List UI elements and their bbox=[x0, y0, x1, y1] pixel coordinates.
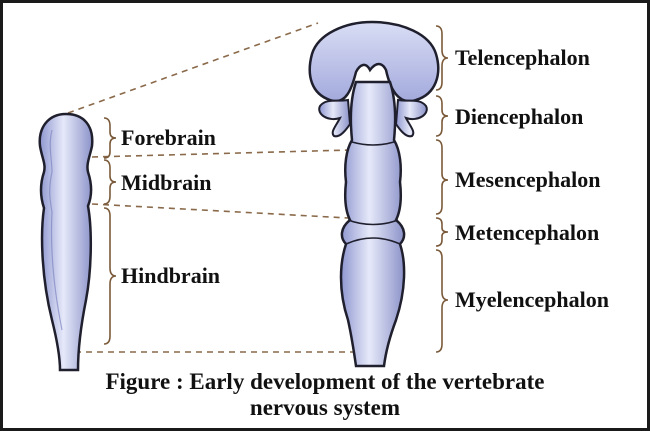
connector-midbrain-hindbrain bbox=[92, 204, 348, 218]
hindbrain-brace bbox=[104, 208, 116, 344]
midbrain-brace bbox=[104, 160, 116, 204]
myelencephalon-label: Myelencephalon bbox=[455, 289, 609, 311]
hindbrain-label: Hindbrain bbox=[121, 265, 220, 287]
diencephalon-brace bbox=[436, 96, 448, 136]
developed-brain bbox=[310, 22, 438, 366]
mesencephalon-label: Mesencephalon bbox=[455, 169, 600, 191]
connector-top bbox=[68, 23, 318, 113]
myelencephalon-brace bbox=[436, 250, 448, 352]
early-neural-tube bbox=[40, 114, 93, 370]
telencephalon-label: Telencephalon bbox=[455, 47, 590, 69]
mesencephalon-brace bbox=[436, 140, 448, 214]
forebrain-brace bbox=[104, 118, 116, 158]
figure-caption-line2: nervous system bbox=[0, 396, 650, 419]
diencephalon-left-bulge bbox=[319, 100, 350, 136]
metencephalon-brace bbox=[436, 218, 448, 246]
connector-forebrain-midbrain bbox=[92, 150, 350, 157]
forebrain-label: Forebrain bbox=[121, 127, 216, 149]
midbrain-label: Midbrain bbox=[121, 172, 211, 194]
diencephalon-label: Diencephalon bbox=[455, 106, 583, 128]
figure-caption-line1: Figure : Early development of the verteb… bbox=[0, 370, 650, 393]
diencephalon-right-bulge bbox=[396, 100, 427, 136]
neural-tube-shape bbox=[40, 114, 93, 370]
metencephalon-label: Metencephalon bbox=[455, 222, 599, 244]
left-braces bbox=[104, 118, 116, 344]
